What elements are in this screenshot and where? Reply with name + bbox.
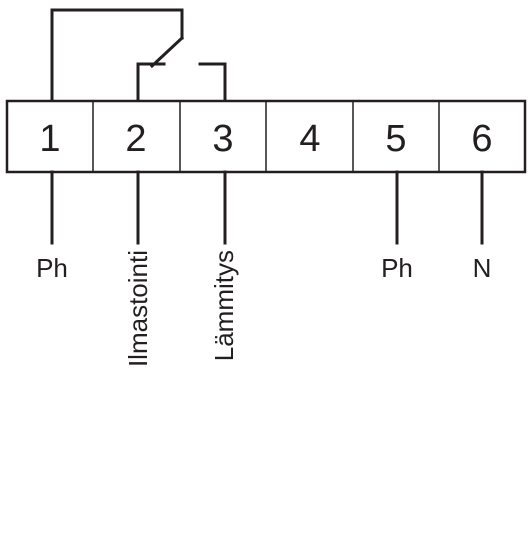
switch-contact-3 — [198, 62, 227, 102]
terminal-6-label: N — [473, 253, 492, 283]
switch-contact-2 — [136, 62, 166, 102]
terminal-1-label: Ph — [36, 253, 68, 283]
terminal-6-number: 6 — [471, 118, 492, 160]
terminal-block: 1 2 3 4 5 6 — [5, 99, 527, 174]
jumper-wire — [50, 8, 184, 102]
changeover-switch — [136, 35, 227, 102]
switch-blade — [149, 35, 185, 69]
terminal-3-number: 3 — [212, 118, 233, 160]
terminal-4-number: 4 — [299, 118, 320, 160]
terminal-1-number: 1 — [39, 118, 60, 160]
terminal-5-number: 5 — [385, 118, 406, 160]
terminal-2-number: 2 — [125, 118, 146, 160]
terminal-2-label: Ilmastointi — [123, 250, 153, 367]
terminal-3-label: Lämmitys — [209, 250, 239, 361]
terminal-5-label: Ph — [381, 253, 413, 283]
